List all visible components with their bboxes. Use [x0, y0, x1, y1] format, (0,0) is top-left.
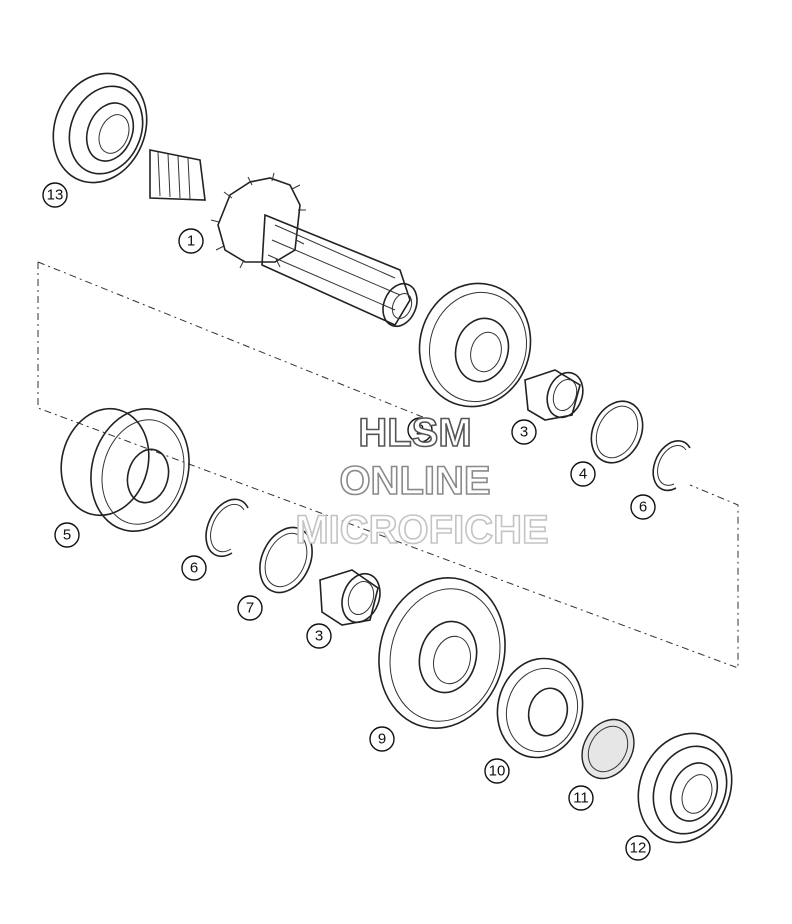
gear-2 [418, 282, 532, 408]
callout-label: 3 [520, 424, 528, 441]
gear-10 [496, 657, 584, 759]
callout-6-upper: 6 [630, 494, 656, 520]
callout-11: 11 [568, 785, 594, 811]
callout-label: 5 [63, 527, 71, 544]
callout-label: 3 [315, 628, 323, 645]
watermark: HLSM ONLINE MICROFICHE [295, 410, 550, 553]
callout-3-upper: 3 [511, 419, 537, 445]
callout-label: 7 [246, 600, 254, 617]
assembly-outline [37, 261, 739, 669]
washer-7 [259, 526, 313, 594]
circlip-6-lower [205, 498, 249, 558]
watermark-line-3: MICROFICHE [295, 508, 548, 552]
callout-7: 7 [237, 595, 263, 621]
callout-6-lower: 6 [181, 555, 207, 581]
callout-label: 13 [47, 187, 64, 204]
gear-9 [378, 577, 506, 729]
callout-10: 10 [484, 758, 510, 784]
callout-12: 12 [625, 835, 651, 861]
callout-label: 10 [489, 763, 506, 780]
watermark-line-1: HLSM [358, 411, 471, 455]
main-shaft-1 [149, 149, 418, 328]
bearing-13 [52, 72, 148, 184]
callout-3-lower: 3 [306, 623, 332, 649]
callout-label: 6 [639, 499, 647, 516]
callout-label: 4 [579, 466, 587, 483]
callout-1: 1 [178, 228, 204, 254]
circlip-6-upper [652, 440, 691, 492]
callout-label: 12 [630, 840, 647, 857]
callout-label: 6 [190, 560, 198, 577]
callout-4: 4 [570, 461, 596, 487]
washer-4 [590, 400, 644, 464]
bushing-3-lower [319, 569, 381, 626]
callout-13: 13 [42, 182, 68, 208]
callout-label: 2 [416, 422, 424, 439]
shim-11 [581, 718, 635, 780]
double-gear-5 [60, 407, 190, 532]
watermark-line-2: ONLINE [339, 459, 490, 503]
callout-label: 11 [573, 790, 589, 807]
callout-label: 1 [187, 233, 195, 250]
bearing-12 [637, 732, 733, 844]
callout-9: 9 [369, 726, 395, 752]
bushing-3-upper [524, 369, 584, 421]
callout-5: 5 [54, 522, 80, 548]
callout-2: 2 [407, 417, 433, 443]
callout-label: 9 [378, 731, 386, 748]
